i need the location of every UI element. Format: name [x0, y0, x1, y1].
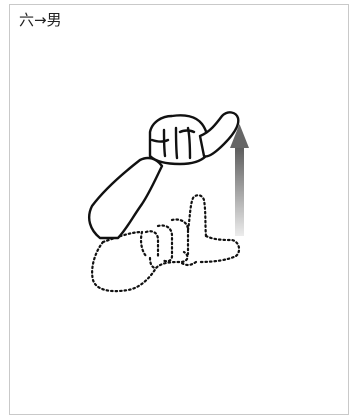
upward-arrow-icon	[230, 124, 249, 236]
thumbs-up-hand-icon	[89, 112, 238, 238]
